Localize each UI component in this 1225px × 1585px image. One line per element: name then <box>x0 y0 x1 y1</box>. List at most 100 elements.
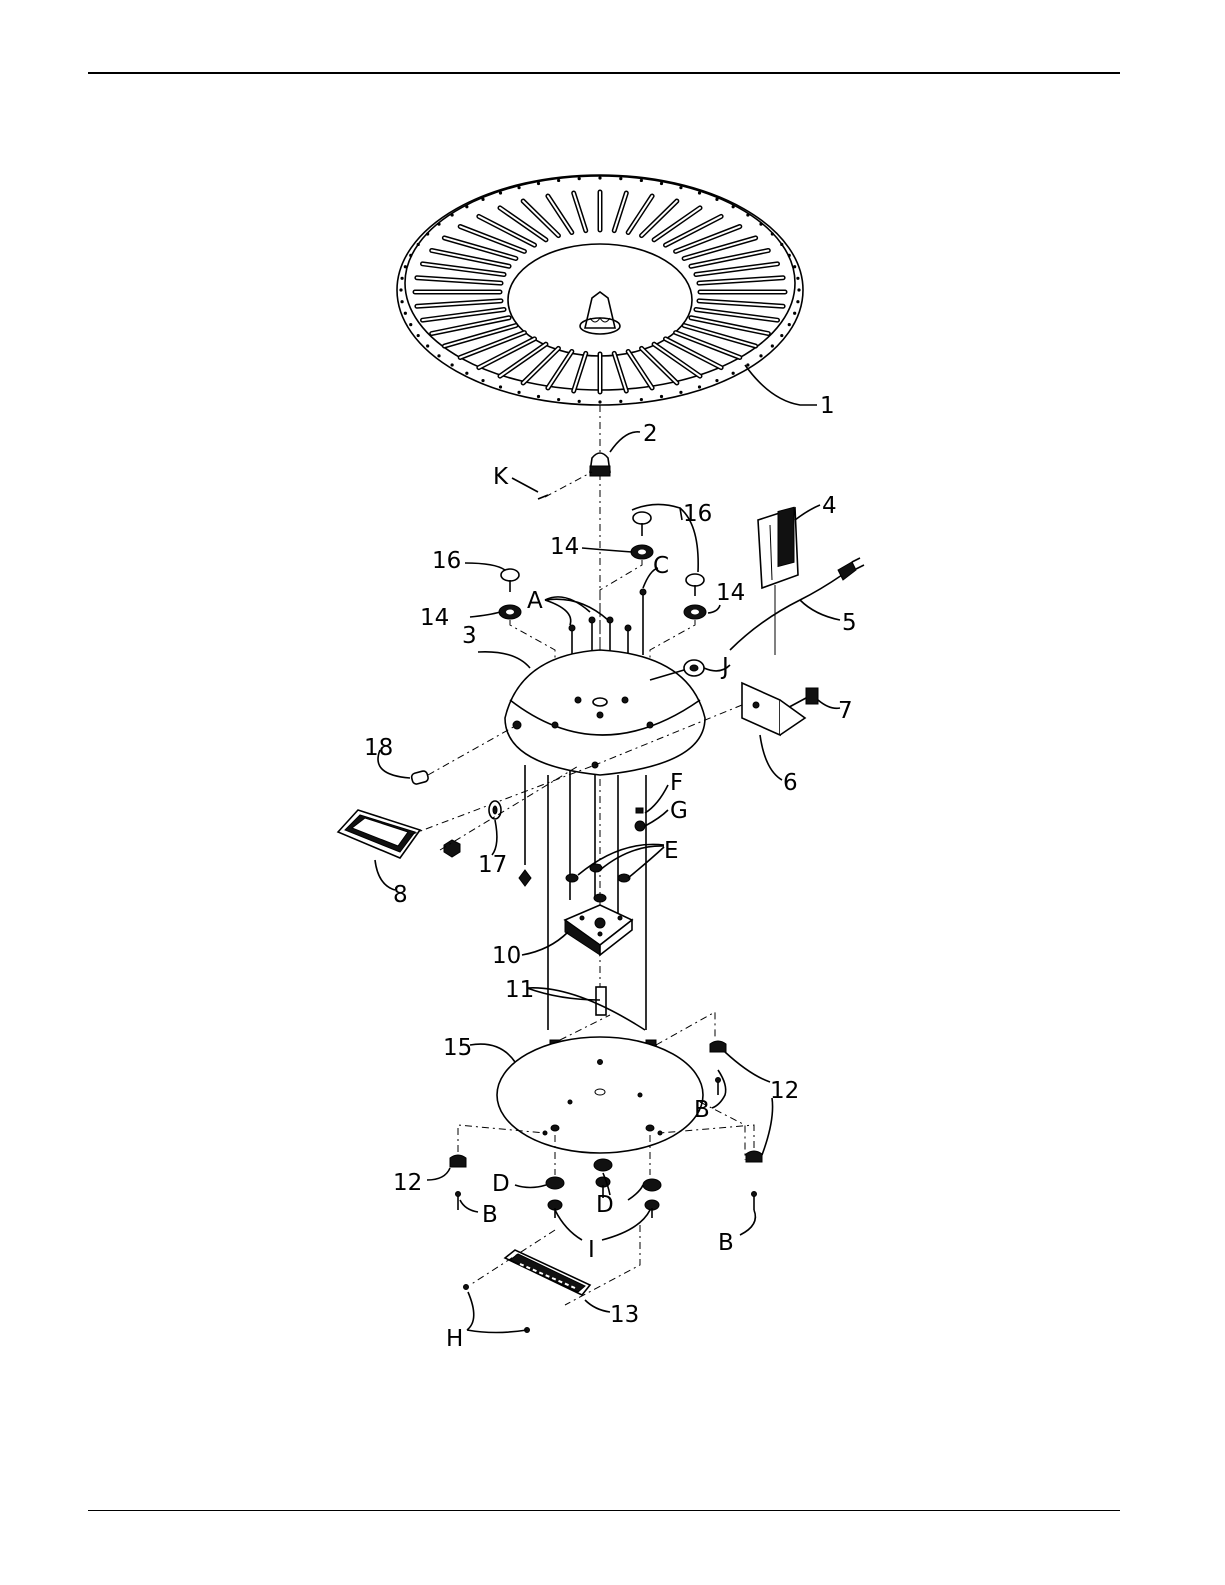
label-K: K <box>493 464 509 490</box>
label-A: A <box>527 588 543 614</box>
dish-rim-notch <box>715 198 718 201</box>
label-13: 13 <box>610 1302 639 1328</box>
dish-rim-notch <box>759 354 762 357</box>
label-16-right: 16 <box>683 501 712 527</box>
dish-rim-notch <box>537 182 540 185</box>
dish-rim-notch <box>465 372 468 375</box>
part-4-warning-label <box>758 507 798 655</box>
label-8: 8 <box>393 882 408 908</box>
part-3-dome <box>505 650 705 775</box>
label-2: 2 <box>643 421 658 447</box>
dish-rim-notch <box>619 400 622 403</box>
part-18-indicator <box>411 770 429 785</box>
label-14-center: 14 <box>550 534 579 560</box>
dish-rim-notch <box>796 300 799 303</box>
dish-rim-notch <box>759 223 762 226</box>
dish-rim-notch <box>517 186 520 189</box>
part-15-base-plate <box>497 1037 703 1153</box>
dish-rim-notch <box>771 232 774 235</box>
label-B-top: B <box>694 1097 710 1123</box>
dish-rim-notch <box>788 323 791 326</box>
part-14-washer-right <box>684 605 706 619</box>
label-3: 3 <box>462 623 477 649</box>
dish-rim-notch <box>481 198 484 201</box>
dish-rim-notch <box>400 300 403 303</box>
dish-rim-notch <box>619 177 622 180</box>
label-12-left: 12 <box>393 1170 422 1196</box>
part-6-bracket <box>742 683 805 735</box>
dish-rim-notch <box>598 176 601 179</box>
part-G-nut <box>635 821 645 831</box>
dish-rim-notch <box>679 391 682 394</box>
label-B-right: B <box>718 1230 734 1256</box>
dish-rim-notch <box>746 213 749 216</box>
part-1-dish <box>397 175 803 405</box>
label-10: 10 <box>492 943 521 969</box>
label-14-left: 14 <box>420 605 449 631</box>
dish-rim-notch <box>409 254 412 257</box>
dish-rim-notch <box>780 243 783 246</box>
dish-rim-notch <box>732 372 735 375</box>
label-11: 11 <box>505 977 534 1003</box>
dish-rim-notch <box>732 205 735 208</box>
label-D-right: D <box>596 1192 614 1218</box>
label-1: 1 <box>820 393 835 419</box>
dish-rim-notch <box>499 191 502 194</box>
part-16-screw-left <box>501 569 519 592</box>
label-E: E <box>664 838 679 864</box>
label-17: 17 <box>478 852 507 878</box>
part-12-foot-right <box>746 1151 762 1210</box>
dish-rim-notch <box>557 398 560 401</box>
label-5: 5 <box>842 610 857 636</box>
part-14-washer-left <box>499 605 521 619</box>
dish-rim-notch <box>517 391 520 394</box>
part-16-screw-center <box>633 512 651 536</box>
dish-rim-notch <box>578 177 581 180</box>
label-D-left: D <box>492 1171 510 1197</box>
dish-rim-notch <box>578 400 581 403</box>
dish-rim-notch <box>451 363 454 366</box>
label-I: I <box>588 1237 595 1263</box>
dish-rim-notch <box>796 277 799 280</box>
dish-rim-notch <box>537 395 540 398</box>
dish-rim-notch <box>640 179 643 182</box>
label-H: H <box>446 1326 463 1352</box>
dish-rim-notch <box>481 379 484 382</box>
dish-rim-notch <box>660 182 663 185</box>
part-16-screw-right <box>686 574 704 596</box>
part-17-grommet <box>489 801 501 819</box>
dish-rim-notch <box>788 254 791 257</box>
part-E-nuts <box>566 864 630 902</box>
part-F-screw <box>636 808 643 813</box>
label-18: 18 <box>364 735 393 761</box>
dish-rim-notch <box>598 400 601 403</box>
label-12-right: 12 <box>770 1078 799 1104</box>
dish-rim-notch <box>451 213 454 216</box>
dish-rim-notch <box>465 205 468 208</box>
dish-rim-notch <box>404 312 407 315</box>
part-2-cap <box>590 453 610 476</box>
dish-rim-notch <box>793 312 796 315</box>
part-10-motor <box>565 905 632 955</box>
dish-rim-notch <box>399 288 402 291</box>
part-12-foot-right-top <box>710 1041 726 1095</box>
label-14-right: 14 <box>716 580 745 606</box>
label-7: 7 <box>838 698 853 724</box>
part-8-label-plate <box>338 810 420 858</box>
dish-rim-notch <box>715 379 718 382</box>
part-nut-hex <box>444 840 460 857</box>
part-14-washer-center <box>631 545 653 559</box>
dish-rim-notch <box>679 186 682 189</box>
label-15: 15 <box>443 1035 472 1061</box>
dish-rim-notch <box>698 191 701 194</box>
dish-rim-notch <box>437 354 440 357</box>
dish-rim-notch <box>409 323 412 326</box>
part-13-bottom-plate <box>505 1250 590 1295</box>
dish-rim-notch <box>404 265 407 268</box>
dish-rim-notch <box>797 288 800 291</box>
dish-rim-notch <box>557 179 560 182</box>
dish-rim-notch <box>660 395 663 398</box>
dish-rim-notch <box>793 265 796 268</box>
dish-rim-notch <box>746 363 749 366</box>
dish-rim-notch <box>640 398 643 401</box>
